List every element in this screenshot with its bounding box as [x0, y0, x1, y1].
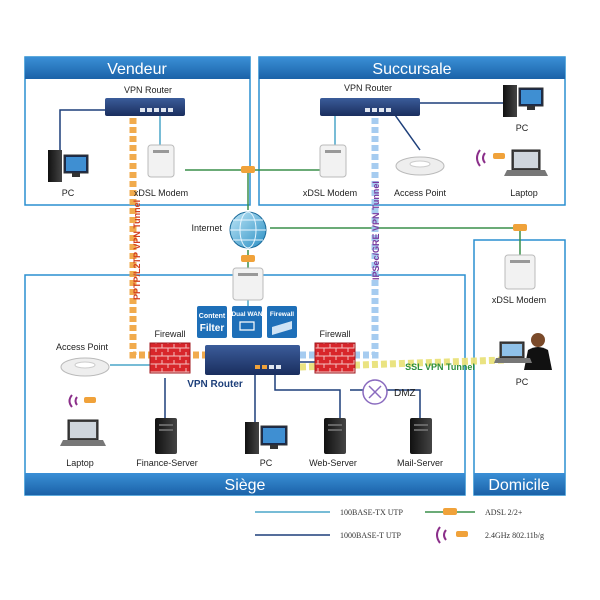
ssl-tunnel: SSL VPN Tunnel: [299, 356, 506, 372]
legend-wifi: 2.4GHz 802.11b/g: [485, 531, 544, 540]
zone-title-siege: Siège: [225, 477, 266, 494]
xdsl-modem-domicile: xDSL Modem: [492, 254, 546, 305]
ipsec-tunnel: IPSec/GRE VPN Tunnel: [300, 118, 381, 359]
mail-server: Mail-Server: [397, 418, 443, 468]
vpn-router-siege-label: VPN Router: [187, 379, 243, 390]
firewall-left: Firewall: [149, 329, 191, 374]
zone-title-domicile: Domicile: [488, 477, 549, 494]
xdsl-modem-succursale: xDSL Modem: [303, 144, 357, 198]
feature-badges: Content Filter Dual WAN Firewall: [197, 306, 297, 338]
pc-siege: PC: [245, 422, 288, 468]
vpn-router-siege: VPN Router: [187, 345, 300, 390]
finance-server-label: Finance-Server: [136, 458, 198, 468]
wifi-icon: [476, 149, 486, 167]
legend: 100BASE-TX UTP 1000BASE-T UTP ADSL 2/2+ …: [255, 508, 544, 544]
internet-globe-icon: Internet: [191, 211, 267, 249]
vpn-router-succursale-label: VPN Router: [344, 83, 392, 93]
legend-adsl: ADSL 2/2+: [485, 508, 523, 517]
dmz-switch-icon: DMZ: [362, 379, 416, 405]
pptp-tunnel-label: PPTP/L2TP VPN Tunnel: [132, 200, 142, 300]
firewall-left-label: Firewall: [154, 329, 185, 339]
zone-siege: Siège: [24, 274, 466, 496]
mail-server-label: Mail-Server: [397, 458, 443, 468]
adsl-badge: [241, 166, 255, 173]
pc-succursale: PC: [503, 85, 544, 133]
content-filter-label: Content: [199, 313, 226, 320]
adsl-badge: [241, 255, 255, 262]
firewall-right: Firewall: [314, 329, 356, 374]
xdsl-modem-succursale-label: xDSL Modem: [303, 188, 357, 198]
zone-vendeur: Vendeur: [24, 56, 251, 206]
dual-wan-label: Dual WAN: [231, 311, 262, 318]
xdsl-modem-domicile-label: xDSL Modem: [492, 295, 546, 305]
laptop-succursale: Laptop: [476, 149, 548, 198]
xdsl-modem-vendeur: xDSL Modem: [134, 144, 188, 198]
pc-siege-label: PC: [260, 458, 273, 468]
web-server: Web-Server: [309, 418, 357, 468]
vpn-router-succursale: VPN Router: [320, 83, 420, 116]
xdsl-modem-siege: [232, 267, 264, 301]
legend-fast-ethernet: 100BASE-TX UTP: [340, 508, 403, 517]
access-point-siege-label: Access Point: [56, 342, 109, 352]
dmz-label: DMZ: [394, 388, 416, 399]
connection-lines: [59, 102, 521, 425]
vpn-router-vendeur-label: VPN Router: [124, 85, 172, 95]
firewall-badge-label: Firewall: [270, 311, 294, 318]
access-point-succursale-label: Access Point: [394, 188, 447, 198]
pc-succursale-label: PC: [516, 123, 529, 133]
access-point-siege: Access Point: [56, 342, 110, 377]
vpn-router-vendeur: VPN Router: [105, 85, 185, 116]
xdsl-modem-vendeur-label: xDSL Modem: [134, 188, 188, 198]
svg-text:Filter: Filter: [200, 323, 225, 334]
ssl-tunnel-label: SSL VPN Tunnel: [405, 362, 475, 372]
internet-label: Internet: [191, 223, 222, 233]
wifi-icon: [436, 526, 447, 544]
zone-succursale: Succursale: [258, 56, 566, 206]
finance-server: Finance-Server: [136, 418, 198, 468]
access-point-succursale: Access Point: [394, 156, 447, 198]
wifi-icon: [68, 394, 78, 408]
pc-domicile-user: PC: [494, 333, 552, 387]
pc-domicile-label: PC: [516, 377, 529, 387]
zone-title-vendeur: Vendeur: [107, 61, 167, 78]
zone-title-succursale: Succursale: [372, 61, 451, 78]
legend-gigabit: 1000BASE-T UTP: [340, 531, 402, 540]
laptop-siege-label: Laptop: [66, 458, 94, 468]
firewall-right-label: Firewall: [319, 329, 350, 339]
pc-vendeur: PC: [48, 150, 89, 198]
web-server-label: Web-Server: [309, 458, 357, 468]
laptop-siege: Laptop: [60, 394, 106, 468]
laptop-succursale-label: Laptop: [510, 188, 538, 198]
pc-vendeur-label: PC: [62, 188, 75, 198]
adsl-badge: [513, 224, 527, 231]
ipsec-tunnel-label: IPSec/GRE VPN Tunnel: [371, 181, 381, 280]
